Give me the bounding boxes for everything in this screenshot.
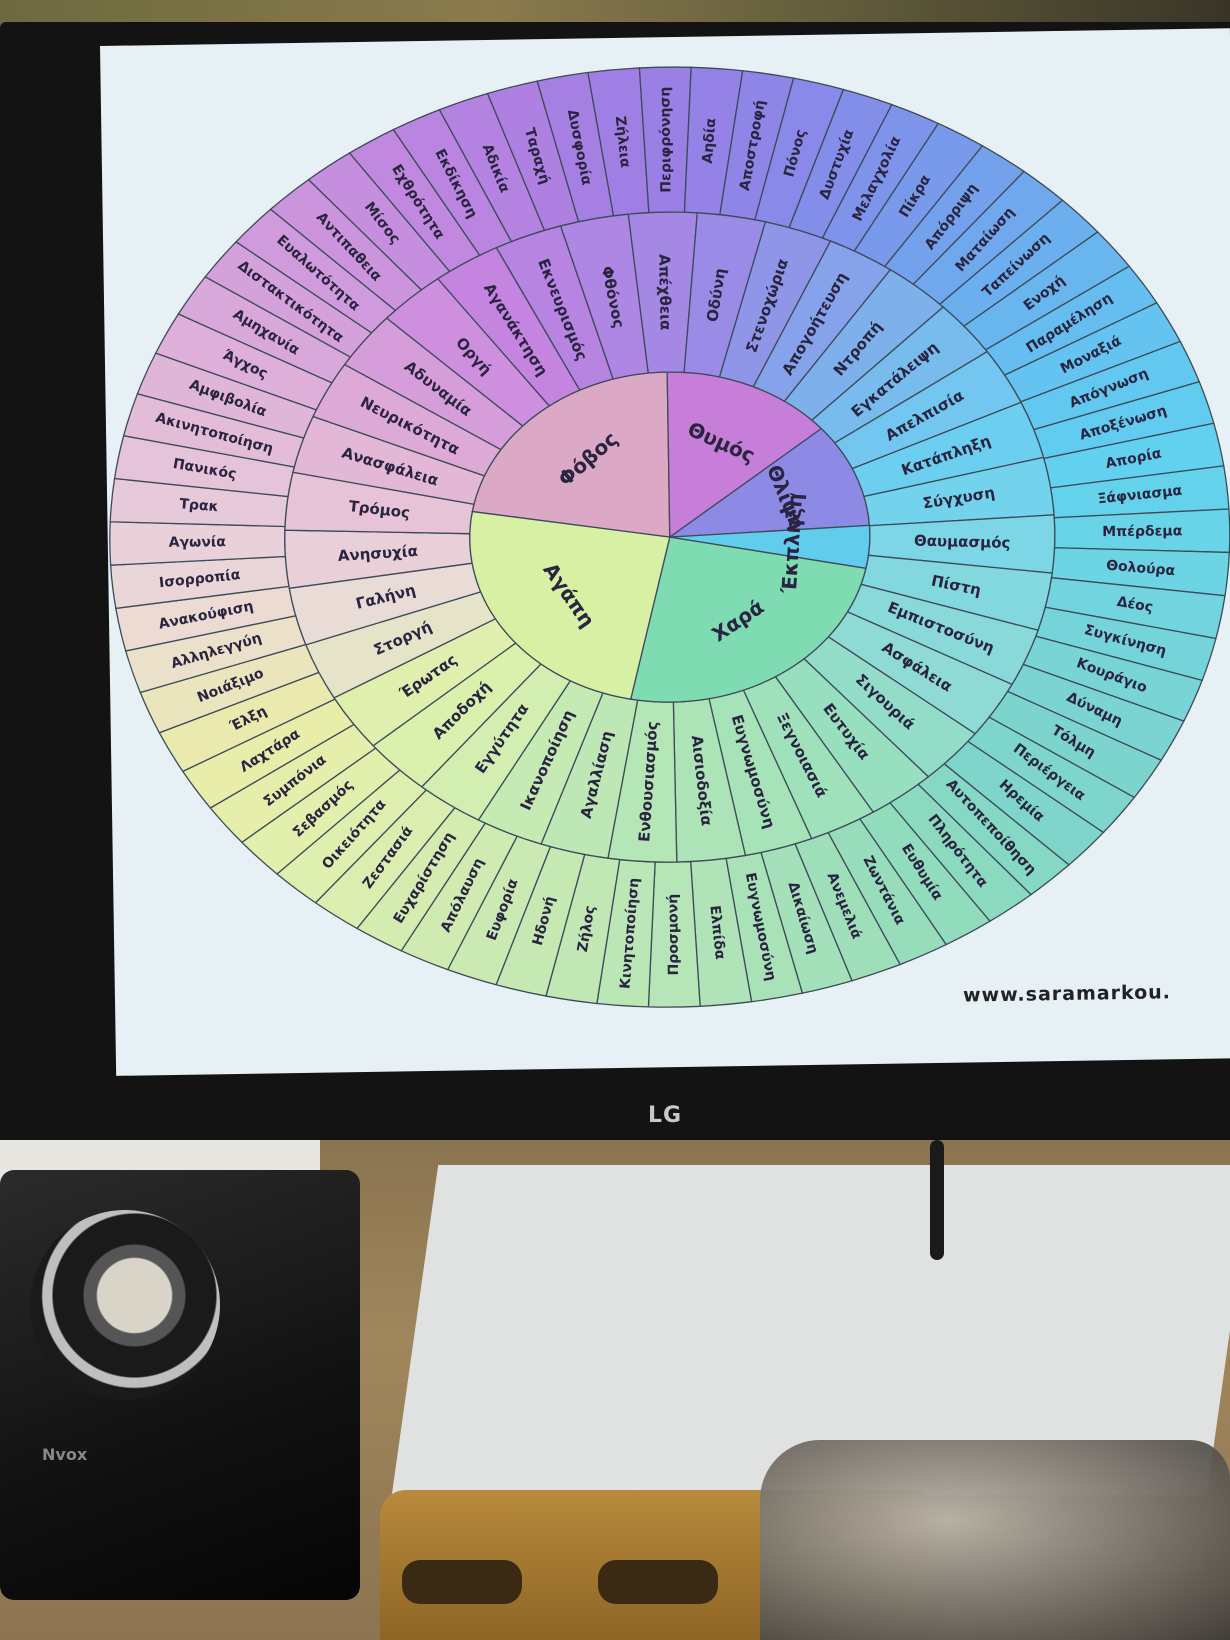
middle-label: Ανησυχία [337,542,418,565]
outer-label: Αηδία [700,117,720,164]
website-url: www.saramarkou. [962,981,1172,1007]
middle-label: Απέχθεια [655,254,675,331]
middle-label: Θαυμασμός [914,532,1011,552]
plastic-bag [760,1440,1230,1640]
core-segment [667,427,871,538]
outer-label: Προσμονή [665,894,682,976]
tray-slot [402,1560,522,1604]
outer-label: Ζήλος [575,904,599,953]
speaker-cone [30,1210,220,1400]
speaker-brand: Nvox [42,1445,88,1464]
monitor-cable [930,1140,944,1260]
outer-label: Δέος [1116,594,1155,616]
core-segment [629,536,867,703]
core-segment [469,510,671,700]
outer-label: Θολούρα [1106,558,1177,580]
lg-logo-icon: LG [648,1103,682,1128]
outer-label: Ζήλεια [612,115,633,169]
outer-label: Ελπίδα [706,905,728,961]
outer-label: Τρακ [179,496,219,515]
emotion-wheel: ΗρεμίαΑυτοπεποίθησηΠληρότηταΕυθυμίαΖωντά… [109,66,1230,1008]
tray-slot [598,1560,718,1604]
outer-label: Μπέρδεμα [1102,523,1183,540]
core-segment [471,371,671,538]
monitor-brand: LG [648,1103,683,1128]
outer-label: Περιφρόνηση [657,87,674,193]
core-segment [666,371,823,539]
outer-label: Αγωνία [169,534,227,551]
